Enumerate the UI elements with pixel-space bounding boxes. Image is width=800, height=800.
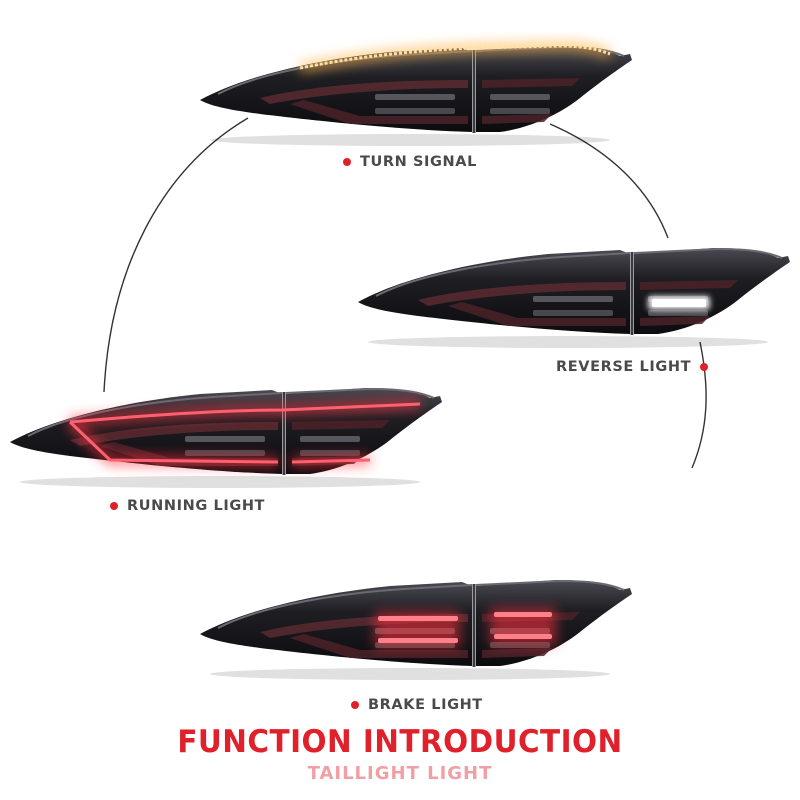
reverse-light-text: REVERSE LIGHT	[556, 359, 692, 375]
amber-turn-glow	[299, 41, 612, 72]
turn-signal-text: TURN SIGNAL	[360, 154, 477, 170]
brake-light-label: BRAKE LIGHT	[351, 697, 483, 713]
red-dot-icon	[110, 502, 118, 510]
running-light-label: RUNNING LIGHT	[110, 498, 265, 514]
reverse-light-label: REVERSE LIGHT	[556, 359, 709, 375]
page-subtitle: TAILLIGHT LIGHT	[307, 763, 493, 784]
red-running-glow	[66, 399, 421, 467]
red-dot-icon	[351, 701, 359, 709]
taillight-brake-light	[198, 578, 634, 682]
taillight-running-light	[8, 386, 444, 490]
red-brake-glow	[375, 608, 556, 648]
page-title: FUNCTION INTRODUCTION	[177, 724, 623, 760]
brake-light-text: BRAKE LIGHT	[368, 697, 483, 713]
taillight-turn-signal	[198, 41, 634, 148]
red-dot-icon	[343, 158, 351, 166]
turn-signal-label: TURN SIGNAL	[343, 154, 477, 170]
red-dot-icon	[700, 363, 709, 371]
running-light-text: RUNNING LIGHT	[127, 498, 266, 514]
taillight-reverse-light	[356, 246, 792, 350]
white-reverse-glow	[648, 296, 710, 310]
